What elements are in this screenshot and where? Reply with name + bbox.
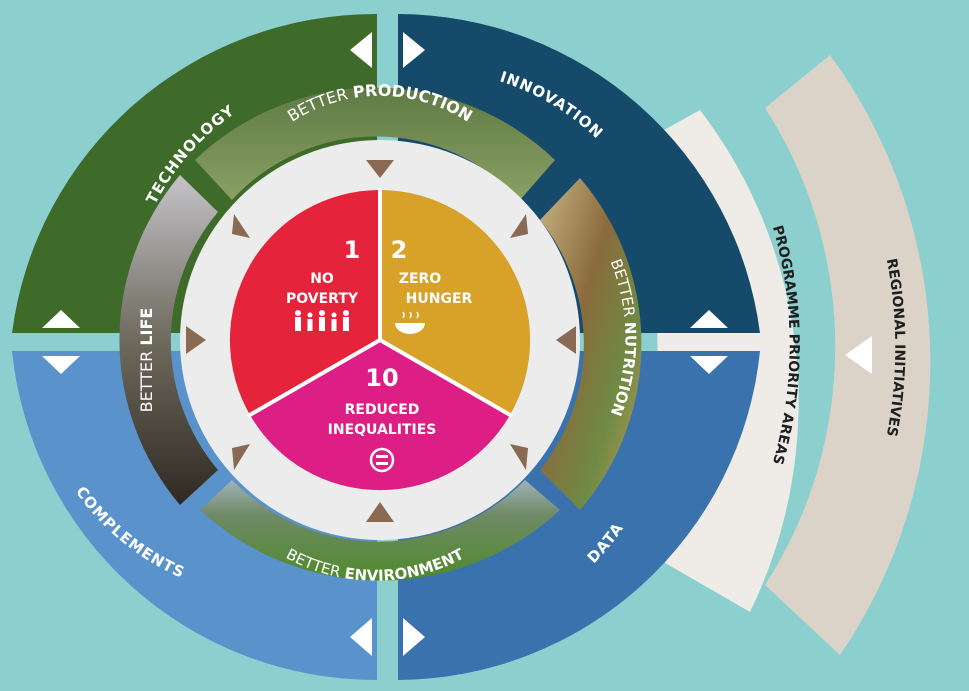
arrow-bottom-right — [510, 444, 528, 470]
technology-quadrant — [12, 13, 377, 333]
equality-icon — [369, 447, 395, 473]
sdg2-number: 2 — [391, 236, 408, 264]
arrow-left — [186, 326, 206, 354]
marker-right-down — [690, 356, 728, 374]
marker-bottom-left — [350, 618, 372, 656]
better-life-label: BETTER LIFE — [137, 308, 156, 413]
better-production-band — [195, 87, 555, 200]
arrow-bottom-left — [232, 444, 250, 470]
better-nutrition-band — [540, 178, 642, 510]
innovation-quadrant — [398, 14, 760, 333]
marker-regional — [845, 336, 872, 374]
inner-arrows — [186, 160, 576, 522]
arrow-bottom — [366, 502, 394, 522]
better-life-band — [119, 175, 218, 505]
bowl-icon — [395, 311, 425, 334]
arrow-top — [366, 160, 394, 178]
sdg2-slice — [380, 189, 531, 415]
arrow-right — [556, 326, 576, 354]
better-environment-band — [200, 480, 560, 581]
sdg2-title-line1: ZERO — [399, 271, 441, 287]
marker-top-left — [350, 32, 372, 68]
arrow-top-left — [232, 214, 250, 238]
sdg1-number: 1 — [344, 236, 361, 264]
marker-left-down — [42, 356, 80, 374]
sdg1-title-line1: NO — [310, 271, 334, 287]
sdg1-title-line2: POVERTY — [286, 291, 359, 307]
sdg10-number: 10 — [365, 364, 398, 392]
sdg10-title-line2: INEQUALITIES — [328, 422, 437, 438]
marker-left-up — [42, 310, 80, 328]
complements-quadrant — [12, 351, 377, 681]
sdg2-title-line2: HUNGER — [406, 291, 473, 307]
family-icon — [295, 310, 349, 331]
data-quadrant — [398, 351, 760, 680]
marker-top-right — [403, 32, 425, 68]
marker-right-up — [690, 310, 728, 328]
marker-bottom-right — [403, 618, 425, 656]
sdg1-slice — [229, 189, 380, 415]
arrow-top-right — [510, 214, 528, 238]
sdg10-title-line1: REDUCED — [345, 402, 420, 418]
quadrant-markers — [42, 32, 872, 656]
